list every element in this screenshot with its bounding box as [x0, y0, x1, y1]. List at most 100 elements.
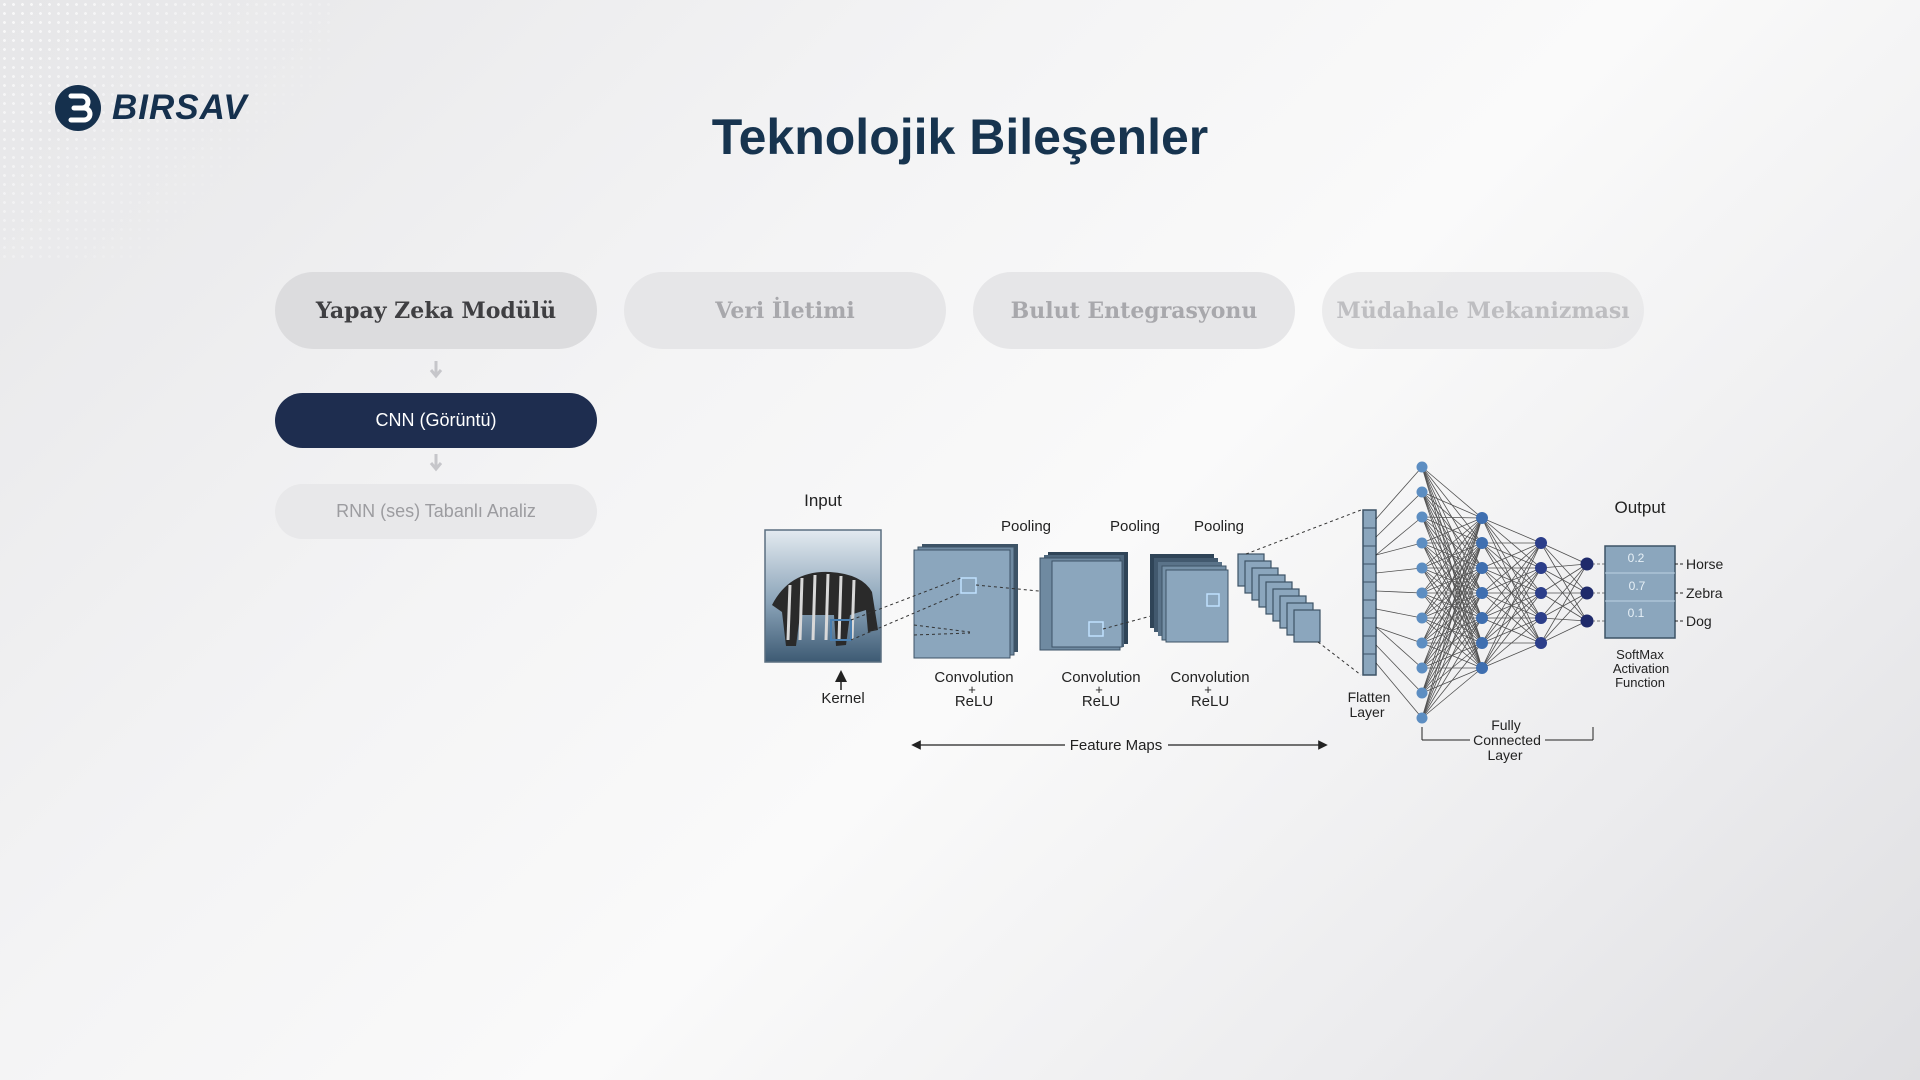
- fc-neuron-layer-3: [1535, 637, 1547, 649]
- fc-edge: [1421, 567, 1483, 719]
- fc-edge: [1421, 516, 1483, 519]
- fc-edge: [1375, 491, 1423, 538]
- fc-label-line3: Layer: [1487, 747, 1522, 763]
- fc-edge: [1540, 592, 1588, 622]
- fc-edge: [1421, 667, 1483, 719]
- stage-label-2-line2: ReLU: [1082, 693, 1120, 710]
- fc-edge: [1375, 626, 1423, 644]
- fc-neuron-layer-2: [1476, 637, 1488, 649]
- fc-edge: [1540, 617, 1588, 622]
- flatten-label-line2: Layer: [1349, 704, 1384, 720]
- fc-edge: [1540, 592, 1588, 644]
- fc-edge: [1421, 517, 1483, 544]
- flatten-layer: [1362, 509, 1377, 676]
- fc-neuron-layer-2: [1476, 662, 1488, 674]
- fc-neuron-layer-2: [1476, 612, 1488, 624]
- fc-edge: [1481, 642, 1542, 669]
- fc-edge: [1481, 567, 1542, 669]
- brand-logo-icon: [55, 85, 101, 131]
- fc-edge: [1481, 542, 1542, 569]
- fc-edge: [1540, 542, 1588, 594]
- feature-map-stack-3: [1150, 554, 1229, 643]
- tab-bulut-entegrasyonu[interactable]: Bulut Entegrasyonu: [973, 272, 1295, 349]
- flatten-label-line1: Flatten: [1348, 689, 1391, 705]
- fc-neuron-layer-1: [1416, 687, 1428, 699]
- feature-maps-label: Feature Maps: [1070, 737, 1163, 754]
- page-title: Teknolojik Bileşenler: [711, 109, 1209, 165]
- output-class-1: Horse: [1686, 556, 1724, 572]
- softmax-label-line1: SoftMax: [1616, 647, 1664, 662]
- output-box: [1604, 545, 1676, 639]
- fc-edge: [1540, 620, 1588, 644]
- feature-map-stack-2: [1039, 552, 1128, 651]
- feature-map-stack-1: [913, 544, 1018, 659]
- fc-neuron-layer-3: [1535, 537, 1547, 549]
- fc-neurons: [1416, 461, 1594, 724]
- fc-edge: [1421, 617, 1483, 719]
- softmax-label-line2: Activation: [1613, 661, 1669, 676]
- fc-edge: [1421, 592, 1483, 719]
- fc-neuron-layer-1: [1416, 562, 1428, 574]
- fc-neuron-layer-3: [1535, 587, 1547, 599]
- fc-edge: [1481, 517, 1542, 544]
- stage-label-2-line1: Convolution: [1061, 669, 1140, 686]
- fc-edge: [1540, 542, 1588, 622]
- fc-edge: [1540, 542, 1588, 565]
- pooling-label-1: Pooling: [1001, 518, 1051, 535]
- fc-edge: [1481, 617, 1542, 669]
- fc-edge: [1481, 542, 1542, 669]
- fc-neuron-layer-1: [1416, 461, 1428, 473]
- fc-edge: [1481, 592, 1542, 669]
- fc-edge: [1540, 563, 1588, 619]
- fc-neuron-layer-1: [1416, 537, 1428, 549]
- fc-edge: [1375, 662, 1423, 719]
- fc-neuron-layer-2: [1476, 512, 1488, 524]
- fc-edge: [1481, 542, 1542, 619]
- fc-edge: [1421, 642, 1483, 719]
- stage-label-3-line2: ReLU: [1191, 693, 1229, 710]
- fc-neuron-layer-1: [1416, 587, 1428, 599]
- fc-neuron-layer-1: [1416, 662, 1428, 674]
- fc-neuron-layer-4: [1580, 557, 1594, 571]
- fc-label-line1: Fully: [1491, 717, 1521, 733]
- output-value-3: 0.1: [1628, 606, 1645, 620]
- fc-label-line2: Connected: [1473, 732, 1541, 748]
- fc-neuron-layer-1: [1416, 612, 1428, 624]
- fc-edge: [1421, 517, 1483, 594]
- fc-edge: [1540, 563, 1588, 569]
- pooling-label-3: Pooling: [1194, 518, 1244, 535]
- fc-edge: [1375, 466, 1423, 520]
- tab-veri-iletimi[interactable]: Veri İletimi: [624, 272, 946, 349]
- output-value-1: 0.2: [1628, 551, 1645, 565]
- fc-edge: [1421, 517, 1483, 619]
- fc-edge: [1375, 608, 1423, 619]
- fc-edge: [1375, 590, 1423, 594]
- fc-neuron-layer-3: [1535, 562, 1547, 574]
- brand-logo: BIRSAV: [54, 84, 248, 132]
- fc-edge: [1375, 542, 1423, 556]
- fc-edge: [1540, 563, 1588, 594]
- fc-edge: [1421, 466, 1483, 519]
- fc-edge: [1540, 567, 1588, 622]
- cnn-item-button[interactable]: CNN (Görüntü): [275, 393, 597, 448]
- fc-edge: [1421, 491, 1483, 519]
- fc-edge: [1375, 644, 1423, 694]
- feature-map-stack-4: [1237, 553, 1321, 643]
- kernel-label: Kernel: [821, 690, 864, 707]
- fc-edge: [1375, 626, 1423, 669]
- tab-bar: Yapay Zeka Modülü Veri İletimi Bulut Ent…: [275, 272, 1644, 349]
- stage-label-1-plus: +: [968, 682, 976, 697]
- tab-mudahale-mekanizmasi[interactable]: Müdahale Mekanizması: [1322, 272, 1644, 349]
- rnn-item-button[interactable]: RNN (ses) Tabanlı Analiz: [275, 484, 597, 539]
- fc-edge: [1421, 542, 1483, 719]
- fc-edge: [1421, 517, 1483, 569]
- fc-neuron-layer-1: [1416, 486, 1428, 498]
- output-value-2: 0.7: [1629, 579, 1646, 593]
- fc-edge: [1421, 517, 1483, 694]
- tab-yapay-zeka-modulu[interactable]: Yapay Zeka Modülü: [275, 272, 597, 349]
- pooling-label-2: Pooling: [1110, 518, 1160, 535]
- fc-edge: [1540, 563, 1588, 644]
- fc-neuron-layer-4: [1580, 586, 1594, 600]
- dot-pattern-decoration: [0, 0, 330, 260]
- fc-edge: [1540, 567, 1588, 594]
